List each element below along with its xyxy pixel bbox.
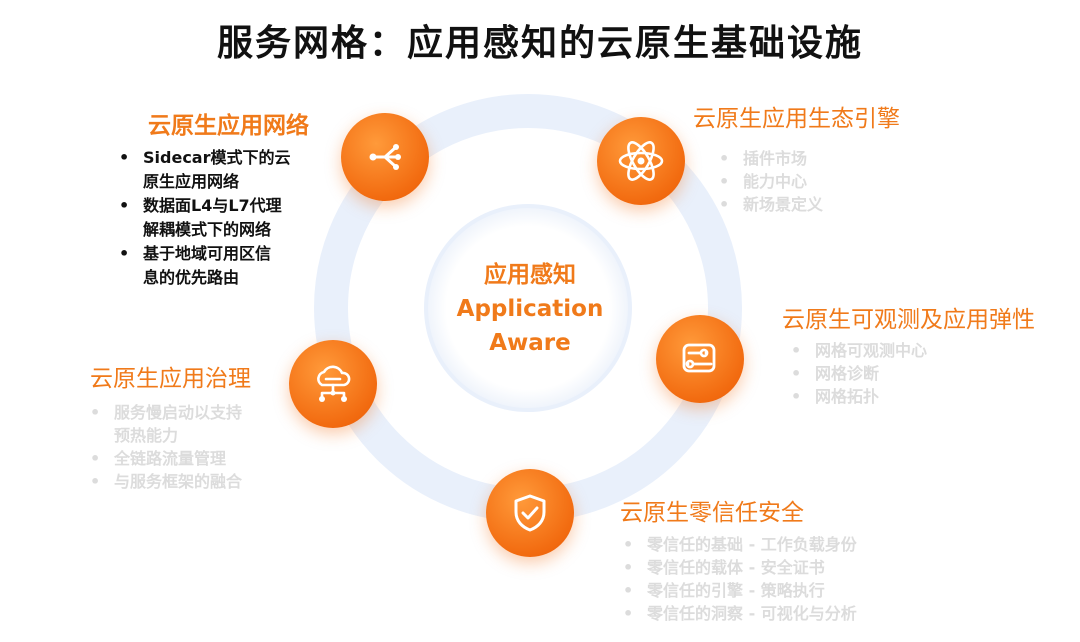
- network-node: [341, 113, 429, 201]
- security-heading: 云原生零信任安全: [620, 500, 804, 526]
- center-line-2: Application: [456, 296, 604, 322]
- observability-list: 网格可观测中心 网格诊断 网格拓扑: [787, 339, 987, 408]
- list-item: 全链路流量管理: [86, 447, 316, 470]
- observability-node: [656, 315, 744, 403]
- cloud-network-icon: [310, 361, 356, 407]
- flow-icon: [678, 337, 722, 381]
- share-icon: [365, 137, 405, 177]
- list-item: 网格拓扑: [787, 385, 987, 408]
- shield-check-icon: [508, 491, 552, 535]
- list-item: 网格可观测中心: [787, 339, 987, 362]
- atom-icon: [616, 136, 666, 186]
- list-item: 零信任的基础 - 工作负载身份: [619, 533, 949, 556]
- center-line-3: Aware: [489, 330, 571, 356]
- page-title: 服务网格：应用感知的云原生基础设施: [216, 23, 863, 64]
- list-item: 插件市场: [715, 147, 915, 170]
- governance-heading: 云原生应用治理: [90, 366, 251, 392]
- list-item: 能力中心: [715, 170, 915, 193]
- network-heading: 云原生应用网络: [148, 113, 309, 139]
- list-item: 与服务框架的融合: [86, 470, 316, 493]
- list-item: 新场景定义: [715, 193, 915, 216]
- observability-heading: 云原生可观测及应用弹性: [782, 307, 1035, 333]
- ecosystem-node: [597, 117, 685, 205]
- center-circle: [424, 204, 632, 412]
- list-item: 零信任的洞察 - 可视化与分析: [619, 602, 949, 625]
- center-label: 应用感知 Application Aware: [430, 258, 630, 360]
- list-item: 零信任的引擎 - 策略执行: [619, 579, 949, 602]
- security-list: 零信任的基础 - 工作负载身份 零信任的载体 - 安全证书 零信任的引擎 - 策…: [619, 533, 949, 625]
- list-item: 网格诊断: [787, 362, 987, 385]
- ecosystem-list: 插件市场 能力中心 新场景定义: [715, 147, 915, 216]
- ecosystem-heading: 云原生应用生态引擎: [693, 106, 900, 132]
- security-node: [486, 469, 574, 557]
- list-item: 零信任的载体 - 安全证书: [619, 556, 949, 579]
- center-line-1: 应用感知: [484, 262, 576, 288]
